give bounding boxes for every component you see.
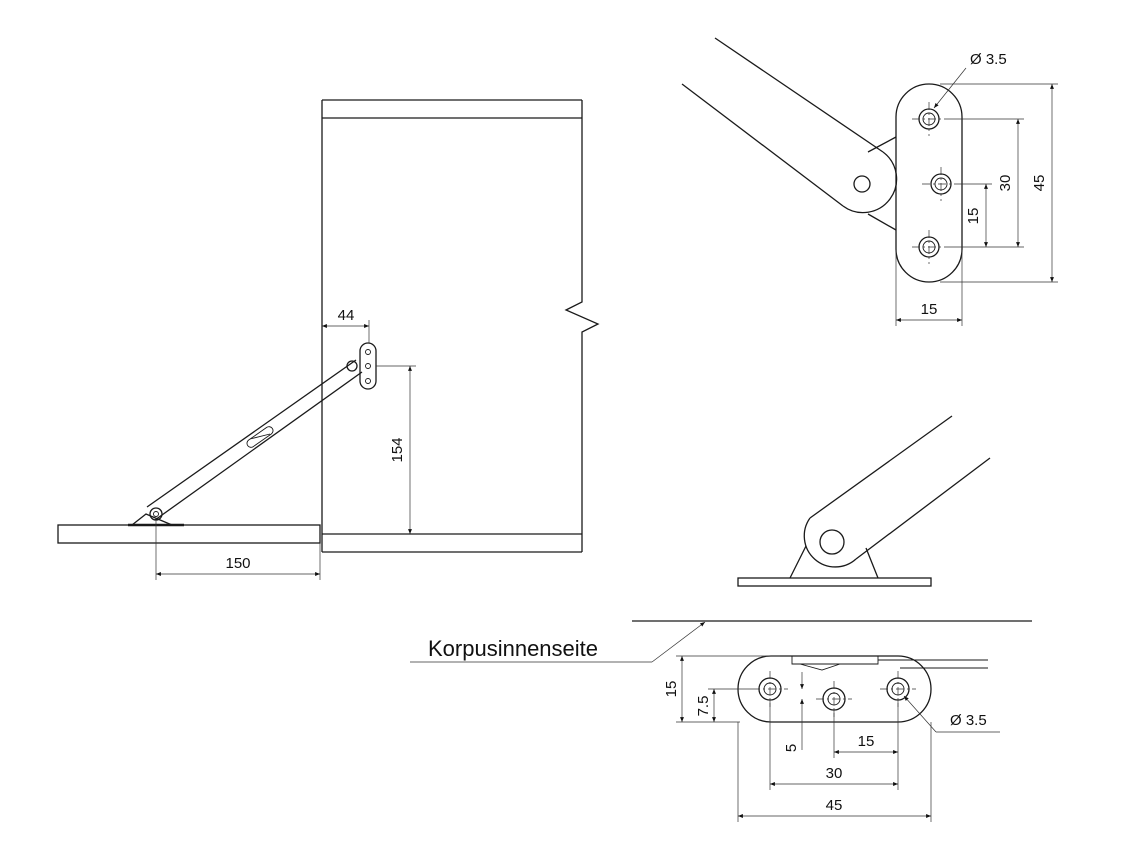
top-dimension-30-label: 30 (997, 175, 1014, 192)
bottom-dimension-15-pitch-label: 15 (858, 733, 875, 750)
bottom-hole-diameter-label: Ø 3.5 (950, 712, 987, 729)
top-dimension-width-label: 15 (921, 301, 938, 318)
bottom-dimension-15-height-label: 15 (663, 681, 680, 698)
dimension-44: 44 (322, 307, 370, 343)
top-hole-diameter-label: Ø 3.5 (970, 51, 1007, 68)
dimension-150: 150 (155, 520, 321, 580)
stay-arm (128, 342, 377, 527)
bottom-dimension-7-5-label: 7.5 (695, 696, 712, 717)
inner-side-label: Korpusinnenseite (428, 636, 598, 661)
dimension-150-label: 150 (225, 555, 250, 572)
bottom-dimension-5-label: 5 (783, 744, 800, 752)
detail-middle (737, 415, 991, 587)
mounting-plate (895, 83, 963, 283)
bottom-dimension-45-label: 45 (826, 797, 843, 814)
flap-panel (57, 524, 321, 544)
side-view: 44 154 150 (57, 99, 600, 580)
dimension-154-label: 154 (389, 437, 406, 462)
dimension-44-label: 44 (338, 307, 355, 324)
detail-top: Ø 3.5 45 30 15 15 (681, 37, 1058, 326)
dimension-154: 154 (376, 365, 416, 534)
top-dimension-15-label: 15 (965, 208, 982, 225)
top-dimension-45-label: 45 (1031, 175, 1048, 192)
bottom-dimension-30-label: 30 (826, 765, 843, 782)
detail-bottom: Korpusinnenseite Ø 3.5 15 7.5 (410, 620, 1032, 822)
